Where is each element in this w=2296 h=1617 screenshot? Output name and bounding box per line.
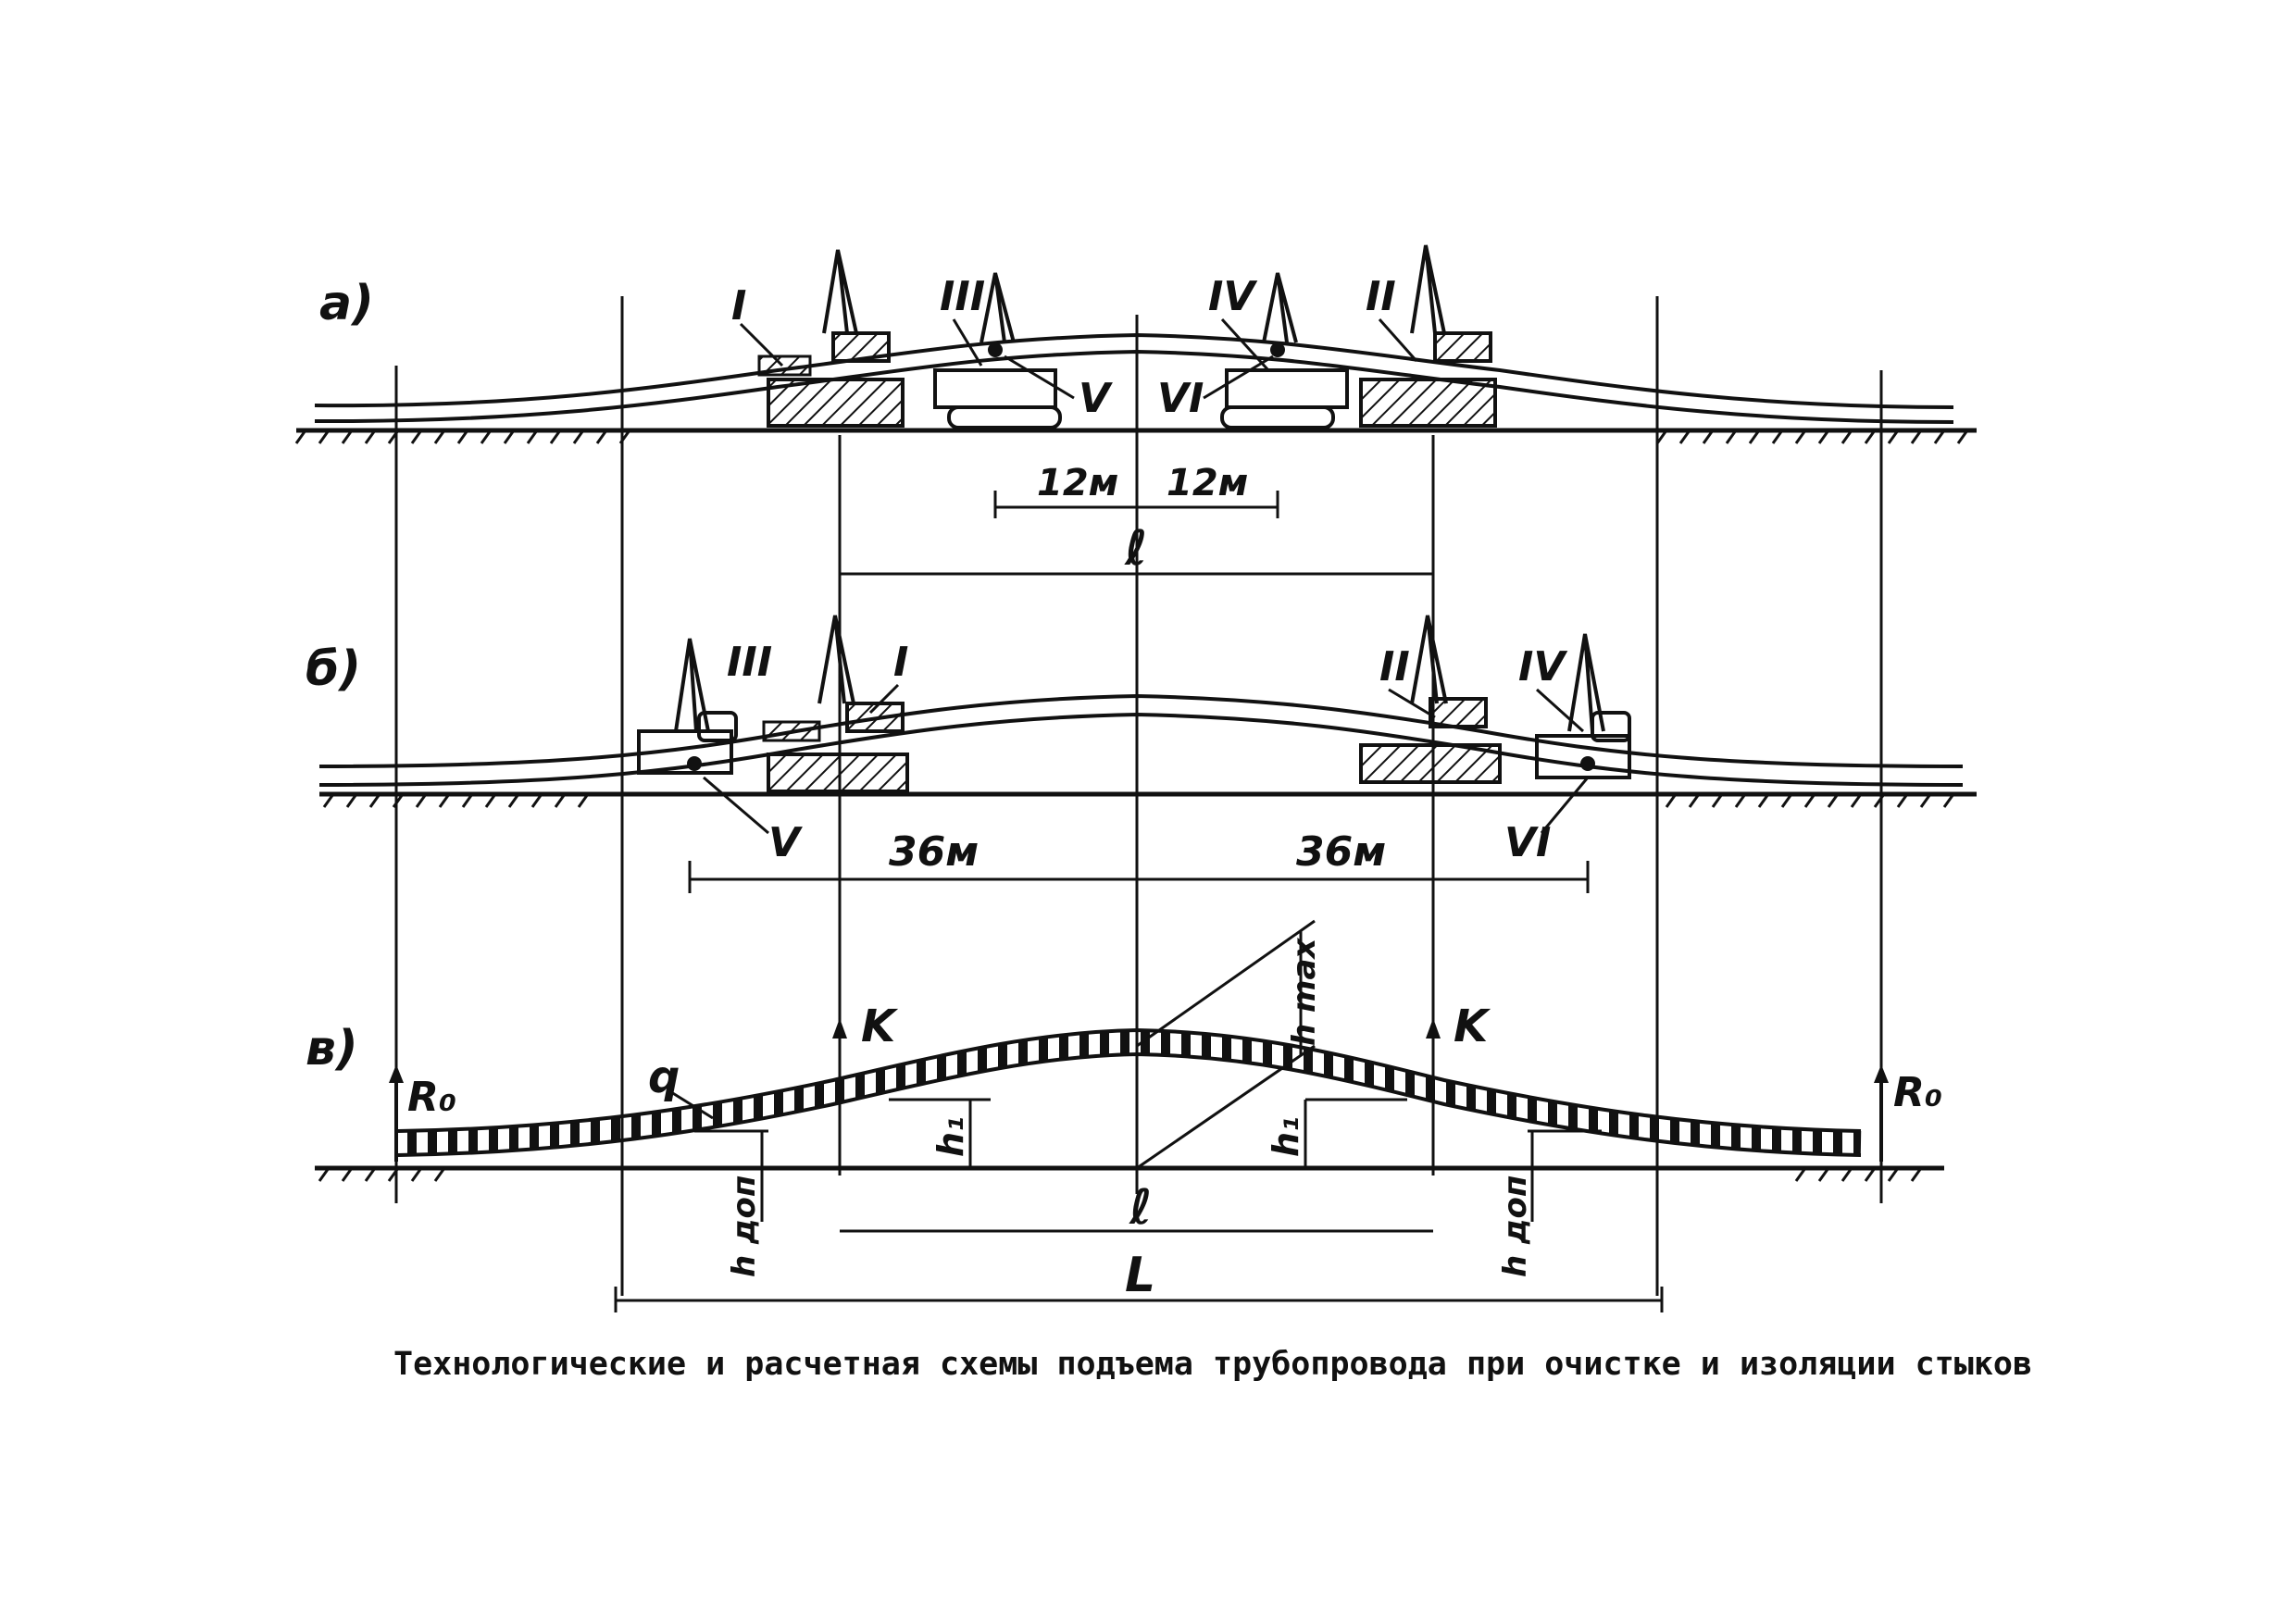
h-dop-left: h доп	[726, 1175, 763, 1277]
pipelayer-I-b	[762, 615, 909, 793]
label-IV-b: IV	[1518, 643, 1567, 690]
pipelayer-III	[933, 272, 1062, 429]
dim-12m-left: 12м	[1037, 462, 1118, 504]
label-VI-a: VI	[1157, 375, 1204, 422]
span-label-a: ℓ	[1124, 521, 1148, 577]
label-V-b: V	[768, 819, 803, 866]
pipelayer-IV	[1220, 272, 1349, 429]
figure-caption: Технологические и расчетная схемы подъем…	[393, 1346, 2032, 1383]
pipelayer-IV-b	[1535, 633, 1631, 779]
label-I-b: I	[893, 639, 908, 686]
label-V-a: V	[1079, 375, 1113, 422]
ground-hatching-c	[318, 1167, 1923, 1182]
pipelayer-II-b	[1359, 615, 1502, 784]
label-II-b: II	[1379, 643, 1410, 690]
dim-12m-right: 12м	[1167, 462, 1248, 504]
pipelayer-I	[757, 249, 905, 428]
panel-a-label: а)	[319, 276, 374, 331]
h1-left: h₁	[930, 1116, 971, 1157]
ground-hatching-b	[322, 793, 1955, 808]
reaction-R0-right: R₀	[1893, 1069, 1942, 1116]
span-inner-l: ℓ	[1129, 1180, 1153, 1236]
label-VI-b: VI	[1504, 819, 1551, 866]
panel-b-label: б)	[306, 641, 361, 697]
label-I-a: I	[731, 282, 746, 330]
dim-36m-right: 36м	[1296, 828, 1386, 876]
label-IV-a: IV	[1208, 273, 1257, 320]
h-max-label: h max	[1286, 938, 1323, 1046]
reaction-R0-left: R₀	[407, 1074, 456, 1121]
panel-c-label: в)	[306, 1021, 358, 1076]
pipe-beam-bottom	[397, 1051, 1862, 1157]
h1-right: h₁	[1266, 1116, 1306, 1157]
force-K-left: K	[861, 1001, 899, 1052]
pipeline-b-lower	[318, 712, 1964, 787]
label-III-a: III	[940, 273, 985, 320]
dim-36m-left: 36м	[889, 828, 979, 876]
force-K-right: K	[1454, 1001, 1491, 1052]
span-outer-L: L	[1125, 1248, 1155, 1303]
ground-hatching	[294, 429, 1969, 444]
pipeline	[314, 332, 1954, 409]
pipelayer-II	[1359, 244, 1497, 428]
pipe-beam-top	[397, 1027, 1862, 1133]
panel-c: в) R₀ R₀ K K q h max h₁	[306, 919, 1944, 1312]
pipelayer-III-b	[637, 638, 738, 775]
panel-b: б) III V I	[306, 615, 1977, 893]
pipeline-lower	[314, 349, 1954, 424]
pipe-beam-load	[397, 1029, 1862, 1155]
h-dop-right: h доп	[1497, 1175, 1534, 1277]
label-III-b: III	[727, 639, 772, 686]
pipeline-b	[318, 693, 1964, 768]
panel-a: а) I III V	[294, 244, 1977, 577]
label-II-a: II	[1366, 273, 1396, 320]
